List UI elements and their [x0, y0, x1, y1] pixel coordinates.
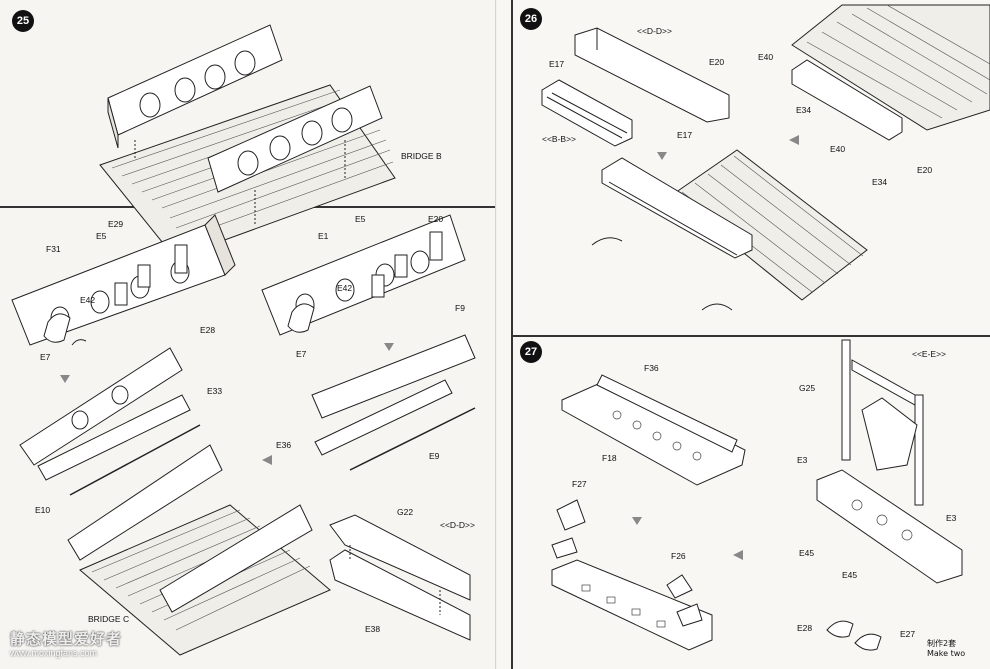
label-e20-bottom: E20 [917, 165, 933, 175]
label-e5-right: E5 [355, 214, 366, 224]
step-26-badge: 26 [520, 8, 542, 30]
label-e17-top: E17 [549, 59, 565, 69]
instruction-page-left: 25 [0, 0, 496, 669]
make-two-note-cn: 制作2套 [927, 639, 957, 648]
label-e45-bottom: E45 [842, 570, 858, 580]
label-e45-top: E45 [799, 548, 815, 558]
label-e20: E20 [428, 214, 444, 224]
label-bridge-b: BRIDGE B [401, 151, 442, 161]
label-section-dd-left: <<D-D>> [440, 520, 475, 530]
label-e42-right: E42 [337, 283, 353, 293]
step-27-badge: 27 [520, 341, 542, 363]
watermark-name: 静态模型爱好者 [10, 630, 123, 648]
label-section-bb: <<B-B>> [542, 134, 577, 144]
label-e33: E33 [207, 386, 223, 396]
label-e28: E28 [200, 325, 216, 335]
label-e7-right: E7 [296, 349, 307, 359]
label-g22: G22 [397, 507, 414, 517]
label-e5-left: E5 [96, 231, 107, 241]
label-f18: F18 [602, 453, 617, 463]
step-25-drawing [11, 24, 476, 656]
label-e36: E36 [276, 440, 292, 450]
label-e3-left: E3 [797, 455, 808, 465]
label-f26: F26 [671, 551, 686, 561]
label-e34-top: E34 [796, 105, 812, 115]
label-bridge-c: BRIDGE C [88, 614, 130, 624]
label-section-dd-right: <<D-D>> [637, 26, 672, 36]
label-e29: E29 [108, 219, 124, 229]
make-two-note: Make two [927, 649, 966, 658]
watermark-url: www.moxingfans.com [10, 648, 98, 658]
label-e27: E27 [900, 629, 916, 639]
label-e17-bottom: E17 [677, 130, 693, 140]
label-e3-right: E3 [946, 513, 957, 523]
label-e7-left: E7 [40, 352, 51, 362]
label-e40-top: E40 [758, 52, 774, 62]
label-f9: F9 [455, 303, 465, 313]
label-e10: E10 [35, 505, 51, 515]
step-26-27-drawing [541, 4, 990, 651]
label-e40-bottom: E40 [830, 144, 846, 154]
label-e9: E9 [429, 451, 440, 461]
site-watermark: 静态模型爱好者 www.moxingfans.com [10, 628, 170, 662]
label-e20-top: E20 [709, 57, 725, 67]
label-e34-bottom: E34 [872, 177, 888, 187]
label-e38: E38 [365, 624, 381, 634]
instruction-page-right: 26 27 [497, 0, 990, 669]
label-e1: E1 [318, 231, 329, 241]
step-divider [511, 335, 990, 337]
label-f31: F31 [46, 244, 61, 254]
label-section-ee: <<E-E>> [912, 349, 947, 359]
label-f27: F27 [572, 479, 587, 489]
label-e28-right: E28 [797, 623, 813, 633]
step-25-badge: 25 [12, 10, 34, 32]
page-gutter-line [511, 0, 513, 669]
label-g25: G25 [799, 383, 816, 393]
label-f36: F36 [644, 363, 659, 373]
label-e42-left: E42 [80, 295, 96, 305]
